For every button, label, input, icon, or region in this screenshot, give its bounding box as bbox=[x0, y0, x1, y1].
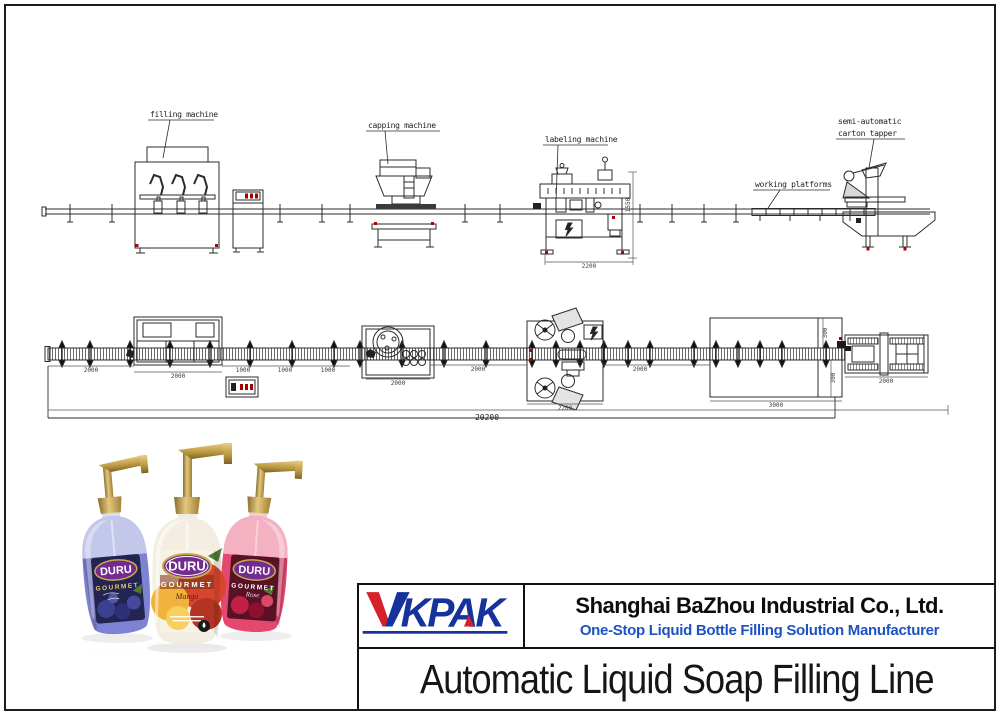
carton-tapper-side bbox=[836, 138, 936, 251]
dim-gap1: 1000 bbox=[236, 367, 251, 374]
logo-a-triangle bbox=[463, 614, 474, 627]
labeling-machine-plan bbox=[526, 307, 604, 411]
dim-outfeed: 2000 bbox=[633, 366, 648, 373]
control-cabinet-side bbox=[232, 189, 264, 253]
dim-platform: 3000 bbox=[769, 402, 784, 409]
logo-v-right-stroke bbox=[385, 592, 410, 627]
dim-gap3: 1000 bbox=[321, 367, 336, 374]
bottle-label: DURU GOURMET Mango bbox=[151, 548, 226, 632]
bottle-rose: DURU GOURMET Rose bbox=[220, 460, 304, 633]
capping-machine-label: capping machine bbox=[368, 121, 436, 130]
brand-text: DURU bbox=[100, 564, 133, 579]
bottle-mango: DURU GOURMET Mango bbox=[151, 443, 232, 644]
company-tagline: One-Stop Liquid Bottle Filling Solution … bbox=[579, 621, 940, 639]
dim-labeling: 2200 bbox=[558, 405, 573, 412]
dim-total: 20200 bbox=[475, 413, 499, 422]
dim-platform-bottom: 300 bbox=[830, 372, 837, 383]
logo-underline bbox=[362, 631, 508, 634]
product-bottles: DURU GOURMET DURU GOURMET Rose bbox=[81, 443, 304, 653]
vkpak-logo: KPAK bbox=[359, 585, 525, 647]
company-cell: Shanghai BaZhou Industrial Co., Ltd. One… bbox=[525, 585, 994, 647]
labeling-height-dim: 1550 bbox=[625, 197, 632, 212]
page-title: Automatic Liquid Soap Filling Line bbox=[419, 655, 934, 702]
plan-dimension-lines bbox=[47, 318, 949, 415]
dim-gap2: 1000 bbox=[278, 367, 293, 374]
filling-machine-label: filling machine bbox=[150, 110, 218, 119]
vkpak-logo-art: KPAK bbox=[362, 589, 510, 635]
labeling-machine-label: labeling machine bbox=[545, 135, 618, 144]
filling-machine-side bbox=[134, 119, 220, 254]
capping-machine-plan bbox=[361, 325, 435, 379]
dim-tapper: 2000 bbox=[879, 378, 894, 385]
carton-tapper-label-line1: semi-automatic bbox=[838, 117, 902, 126]
company-name: Shanghai BaZhou Industrial Co., Ltd. bbox=[575, 593, 944, 619]
conveyor-side bbox=[41, 203, 930, 223]
capping-machine-side bbox=[366, 130, 440, 248]
flavor-text: Rose bbox=[244, 590, 259, 599]
carton-tapper-plan bbox=[837, 332, 929, 376]
labeling-width-dim: 2200 bbox=[582, 263, 597, 270]
filling-machine-plan bbox=[133, 316, 223, 366]
footer-block: KPAK Shanghai BaZhou Industrial Co., Ltd… bbox=[357, 583, 996, 711]
plan-view: 2000 2000 1000 1000 1000 2000 2000 2200 … bbox=[44, 307, 949, 422]
control-cabinet-plan bbox=[225, 376, 259, 398]
platform-plan bbox=[709, 317, 843, 398]
dim-platform-top: 300 bbox=[822, 327, 829, 338]
plan-dimension-texts: 2000 2000 1000 1000 1000 2000 2000 2200 … bbox=[84, 327, 894, 422]
brand-text: DURU bbox=[238, 564, 271, 578]
brand-text: DURU bbox=[168, 559, 206, 574]
line-text: GOURMET bbox=[95, 582, 139, 593]
dim-filling: 2000 bbox=[171, 373, 186, 380]
line-text: GOURMET bbox=[161, 580, 213, 589]
elevation-view: filling machine bbox=[41, 110, 936, 270]
logo-text: KPAK bbox=[401, 589, 508, 635]
dim-capping: 2000 bbox=[391, 380, 406, 387]
bottles-reflection bbox=[72, 637, 305, 715]
footer-title-row: Automatic Liquid Soap Filling Line bbox=[359, 649, 994, 709]
flavor-text: Mango bbox=[175, 592, 199, 601]
logo-v-left-stroke bbox=[366, 592, 391, 627]
dim-mid: 2000 bbox=[471, 366, 486, 373]
footer-header-row: KPAK Shanghai BaZhou Industrial Co., Ltd… bbox=[359, 585, 994, 649]
carton-tapper-label-line2: carton tapper bbox=[838, 129, 897, 138]
working-platforms-label: working platforms bbox=[755, 180, 832, 189]
working-platforms-side bbox=[751, 189, 876, 221]
bottle-blueberry: DURU GOURMET bbox=[82, 454, 150, 635]
conveyor-plan bbox=[44, 340, 846, 368]
dim-infeed: 2000 bbox=[84, 367, 99, 374]
line-text: GOURMET bbox=[231, 582, 275, 592]
labeling-machine-side bbox=[539, 144, 637, 265]
